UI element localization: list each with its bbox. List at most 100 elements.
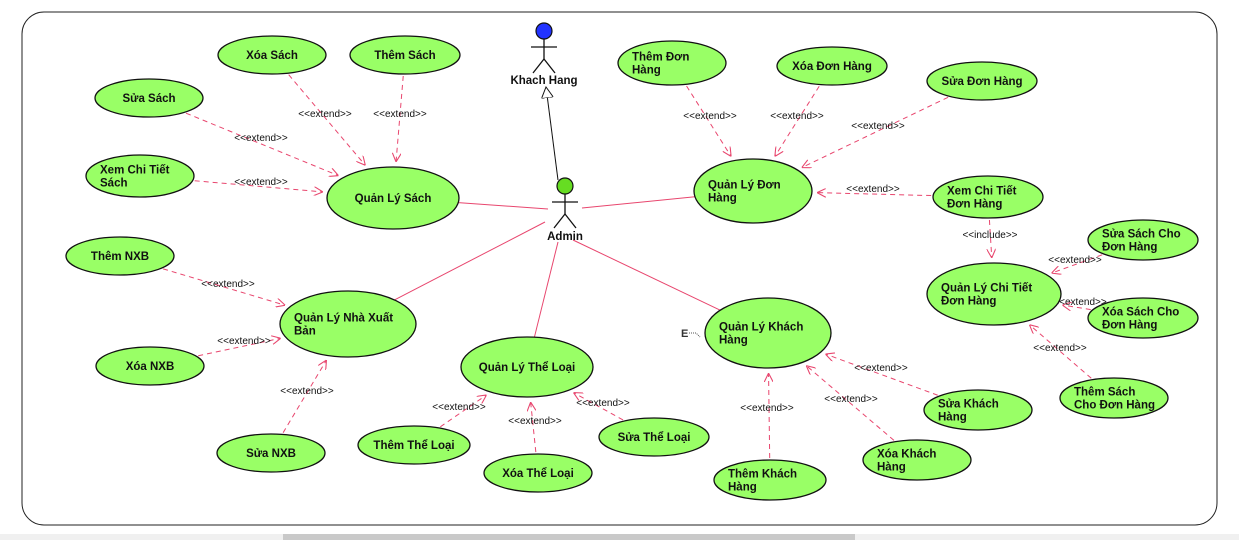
use-case-label: Quản Lý Chi Tiết [941, 283, 1032, 295]
use-case-label: Hàng [728, 482, 757, 494]
use-case-label: Sửa Thể Loại [618, 432, 691, 444]
use-case-label: Hàng [938, 412, 967, 424]
extend-relationship [826, 354, 938, 396]
use-case-ellipse[interactable] [94, 78, 204, 118]
use-case-ellipse[interactable] [862, 439, 972, 481]
use-case-label: Hàng [877, 462, 906, 474]
use-case-ellipse[interactable] [598, 417, 710, 457]
use-case-label: Thêm NXB [91, 251, 149, 263]
extend-relationship [686, 85, 731, 156]
horizontal-scrollbar[interactable] [0, 534, 1239, 540]
extend-label: <<extend>> [1048, 255, 1102, 266]
use-case-sua-sach[interactable]: Sửa Sách [94, 78, 204, 118]
use-case-ellipse[interactable] [1059, 377, 1169, 419]
actor-head [535, 22, 553, 40]
use-case-ellipse[interactable] [85, 154, 195, 198]
use-case-ellipse[interactable] [1087, 297, 1199, 339]
use-case-sua-the-loai[interactable]: Sửa Thể Loại [598, 417, 710, 457]
use-case-ellipse[interactable] [65, 236, 175, 276]
marker-label: E [681, 328, 688, 340]
use-case-them-sach[interactable]: Thêm Sách [349, 35, 461, 75]
use-case-ellipse[interactable] [1087, 219, 1199, 261]
extend-label: <<extend>> [576, 398, 630, 409]
use-case-ellipse[interactable] [923, 389, 1033, 431]
use-case-label: Hàng [708, 193, 737, 205]
use-case-ellipse[interactable] [713, 459, 827, 501]
extend-label: <<extend>> [846, 184, 900, 195]
use-case-label: Cho Đơn Hàng [1074, 400, 1155, 412]
use-case-quan-ly-the-loai[interactable]: Quản Lý Thể Loại [460, 336, 594, 398]
actor-head [556, 177, 574, 195]
scrollbar-thumb[interactable] [283, 534, 855, 540]
association-line [533, 241, 559, 338]
use-case-ellipse[interactable] [460, 336, 594, 398]
use-case-ellipse[interactable] [349, 35, 461, 75]
system-boundary [21, 11, 1218, 526]
use-case-ellipse[interactable] [926, 61, 1038, 101]
use-case-label: Bản [294, 326, 316, 338]
use-case-xoa-don-hang[interactable]: Xóa Đơn Hàng [776, 46, 888, 86]
use-case-ellipse[interactable] [279, 290, 417, 358]
use-case-ellipse[interactable] [926, 262, 1062, 326]
use-case-label: Thêm Đơn [632, 52, 689, 64]
association-line [458, 202, 549, 210]
use-case-label: Xóa Sách [246, 50, 298, 62]
extend-label: <<extend>> [432, 402, 486, 413]
actor-khach-hang[interactable]: Khach Hang [510, 22, 578, 87]
actor-label: Khach Hang [510, 75, 577, 87]
use-case-label: Quản Lý Sách [355, 193, 432, 205]
use-case-ellipse[interactable] [357, 425, 471, 465]
use-case-sua-don-hang[interactable]: Sửa Đơn Hàng [926, 61, 1038, 101]
use-case-xoa-sach[interactable]: Xóa Sách [217, 35, 327, 75]
use-case-ellipse[interactable] [95, 346, 205, 386]
association-line [581, 196, 696, 209]
extend-relationship [198, 338, 280, 357]
use-case-ellipse[interactable] [704, 297, 832, 369]
use-case-label: Xem Chi Tiết [100, 165, 170, 177]
use-case-ellipse[interactable] [217, 35, 327, 75]
use-case-ellipse[interactable] [483, 453, 593, 493]
use-case-ellipse[interactable] [693, 158, 813, 224]
use-case-ellipse[interactable] [617, 40, 727, 86]
use-case-quan-ly-sach[interactable]: Quản Lý Sách [326, 166, 460, 230]
use-case-ellipse[interactable] [326, 166, 460, 230]
use-case-label: Thêm Thể Loại [373, 440, 454, 452]
use-case-ellipse[interactable] [932, 175, 1044, 219]
use-case-ellipse[interactable] [776, 46, 888, 86]
use-case-label: Thêm Sách [374, 50, 435, 62]
include-relationship [989, 219, 991, 257]
use-case-them-nxb[interactable]: Thêm NXB [65, 236, 175, 276]
actor-admin[interactable]: Admin [547, 177, 583, 243]
use-case-label: Xóa Thể Loại [502, 468, 574, 480]
use-case-xoa-the-loai[interactable]: Xóa Thể Loại [483, 453, 593, 493]
extend-label: <<extend>> [683, 111, 737, 122]
extend-relationship [288, 74, 365, 165]
extend-label: <<extend>> [201, 279, 255, 290]
extend-relationship [282, 361, 326, 433]
extend-relationship [194, 180, 322, 192]
use-case-ellipse[interactable] [216, 433, 326, 473]
use-case-sua-nxb[interactable]: Sửa NXB [216, 433, 326, 473]
use-case-them-the-loai[interactable]: Thêm Thể Loại [357, 425, 471, 465]
extend-label: <<extend>> [373, 109, 427, 120]
extend-label: <<extend>> [298, 109, 352, 120]
generalization-line [546, 87, 559, 181]
use-case-label: Xóa Sách Cho [1102, 307, 1179, 319]
use-case-xoa-nxb[interactable]: Xóa NXB [95, 346, 205, 386]
extend-label: <<extend>> [234, 133, 288, 144]
